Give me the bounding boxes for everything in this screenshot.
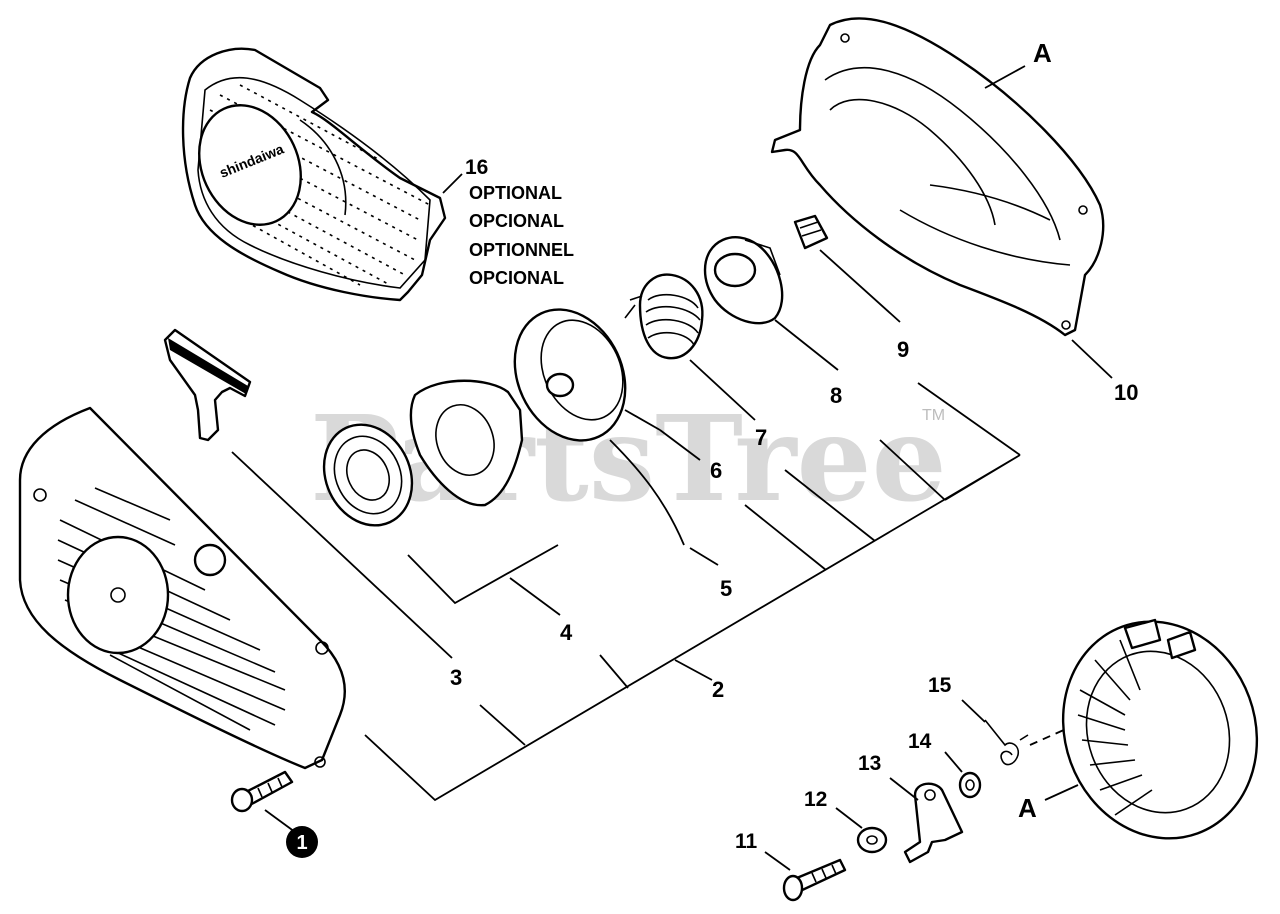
part-13-bracket [903, 782, 964, 864]
part-11-bolt [782, 858, 847, 902]
leader-2 [674, 659, 713, 681]
leader-6-a [624, 409, 661, 431]
part-14-ring [958, 771, 982, 799]
part-10-fan-housing [770, 17, 1105, 337]
part-3-handle [163, 328, 252, 442]
callout-11: 11 [735, 830, 758, 853]
leader-13 [889, 777, 919, 801]
part-7-spring [624, 273, 704, 360]
leader-7 [689, 359, 756, 421]
leader-1 [264, 809, 296, 833]
leader-3 [231, 451, 453, 659]
callout-8: 8 [830, 383, 842, 408]
bracket-2-tick-6 [744, 504, 827, 571]
callout-13: 13 [858, 752, 881, 775]
callout-5: 5 [720, 576, 732, 601]
bracket-2-tick-9 [879, 439, 946, 501]
part-5-rope [609, 439, 685, 546]
callout-14: 14 [908, 730, 932, 753]
callout-9: 9 [897, 337, 909, 362]
callout-a-top: A [1033, 38, 1052, 68]
leader-a-bottom [1044, 784, 1079, 801]
leader-10 [1071, 339, 1113, 379]
callout-1: 1 [296, 832, 307, 854]
leader-5 [689, 547, 719, 566]
part-8-hub [703, 236, 784, 325]
flywheel [1061, 618, 1259, 840]
bracket-2 [364, 454, 1021, 802]
leader-15 [961, 699, 986, 723]
part-6-reel [513, 308, 627, 442]
callout-3: 3 [450, 665, 462, 690]
callout-10: 10 [1114, 380, 1138, 405]
optional-note-line-3: OPTIONNEL [469, 240, 574, 260]
callout-12: 12 [804, 788, 827, 811]
callout-6: 6 [710, 458, 722, 483]
part-4-recoil-spring [322, 379, 524, 527]
callout-15: 15 [928, 674, 952, 697]
bracket-2-tick-3 [479, 704, 526, 746]
callout-a-bottom: A [1018, 793, 1037, 823]
bracket-2-tick-4 [599, 654, 629, 689]
leader-11 [764, 851, 791, 871]
optional-note-line-2: OPCIONAL [469, 211, 564, 231]
optional-note: OPTIONAL OPCIONAL OPTIONNEL OPCIONAL [469, 183, 574, 288]
bracket-2-tick-7 [784, 469, 876, 542]
leader-16 [442, 173, 463, 194]
leader-6-b [659, 429, 701, 461]
part-9-screw [793, 214, 829, 250]
part-1-screw [230, 770, 294, 813]
bracket-2-top [917, 382, 1021, 456]
leader-8 [774, 319, 839, 371]
callout-1-badge [286, 826, 318, 858]
part-16-optional-cover: shindaiwa [181, 47, 447, 302]
callout-16: 16 [465, 156, 488, 179]
callout-2: 2 [712, 677, 724, 702]
callout-4: 4 [560, 620, 573, 645]
leader-9 [819, 249, 901, 323]
bracket-4 [407, 544, 559, 605]
leader-12 [835, 807, 863, 829]
watermark-tm: TM [922, 407, 945, 424]
callout-7: 7 [755, 425, 767, 450]
leader-4 [509, 577, 561, 616]
part-12-washer [856, 826, 888, 854]
leader-14 [944, 751, 963, 773]
optional-note-line-1: OPTIONAL [469, 183, 562, 203]
leader-a-top [984, 65, 1026, 89]
starter-cover [18, 406, 347, 770]
part-15-spring [984, 719, 1029, 766]
optional-note-line-4: OPCIONAL [469, 268, 564, 288]
